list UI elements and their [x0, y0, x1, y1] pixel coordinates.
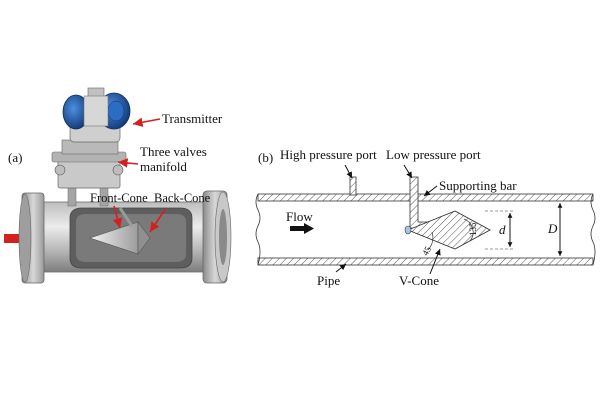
label-supporting-bar: Supporting bar — [439, 178, 517, 193]
manifold-assembly — [51, 139, 127, 207]
label-flow: Flow — [286, 209, 313, 224]
pipe-walls — [255, 193, 596, 266]
pipe-bottom-wall — [257, 257, 594, 266]
angle-arc-front — [427, 231, 434, 251]
label-pipe: Pipe — [317, 273, 340, 288]
label-high-pressure-port: High pressure port — [280, 147, 377, 162]
label-manifold-line2: manifold — [140, 159, 187, 174]
label-transmitter: Transmitter — [162, 111, 223, 126]
high-pressure-port — [349, 176, 357, 196]
angle-arc-back — [463, 218, 474, 242]
transmitter-body — [62, 87, 131, 143]
label-v-cone: V-Cone — [399, 273, 439, 288]
label-manifold-line1: Three valves — [140, 144, 207, 159]
v-cone — [404, 210, 491, 250]
label-angle-back: 135 — [468, 222, 478, 236]
label-angle-front: 45 — [420, 244, 433, 257]
label-low-pressure-port: Low pressure port — [386, 147, 481, 162]
label-back-cone: Back-Cone — [154, 191, 211, 205]
panel-a: (a) — [4, 87, 232, 284]
panel-b-tag: (b) — [258, 150, 273, 165]
label-dim-D: D — [547, 221, 558, 236]
panel-a-tag: (a) — [8, 150, 22, 165]
panel-b: (b) High pressure port Low pressure port… — [255, 147, 596, 288]
label-front-cone: Front-Cone — [90, 191, 148, 205]
label-dim-d: d — [499, 222, 506, 237]
flow-arrow — [290, 223, 314, 234]
dimension-d — [485, 210, 515, 250]
